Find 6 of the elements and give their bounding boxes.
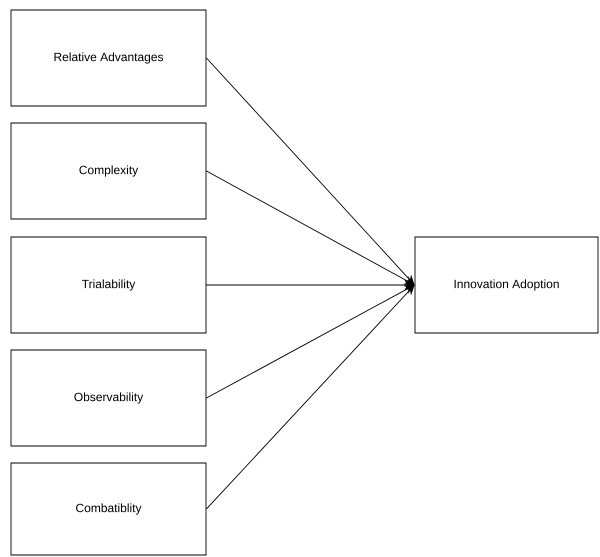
process-box: Combatiblity (10, 462, 206, 556)
process-box: Complexity (10, 122, 206, 220)
process-box: Trialability (10, 236, 206, 334)
process-box: Innovation Adoption (414, 236, 598, 334)
process-box: Relative Advantages (10, 10, 206, 106)
process-box: Observability (10, 350, 206, 446)
